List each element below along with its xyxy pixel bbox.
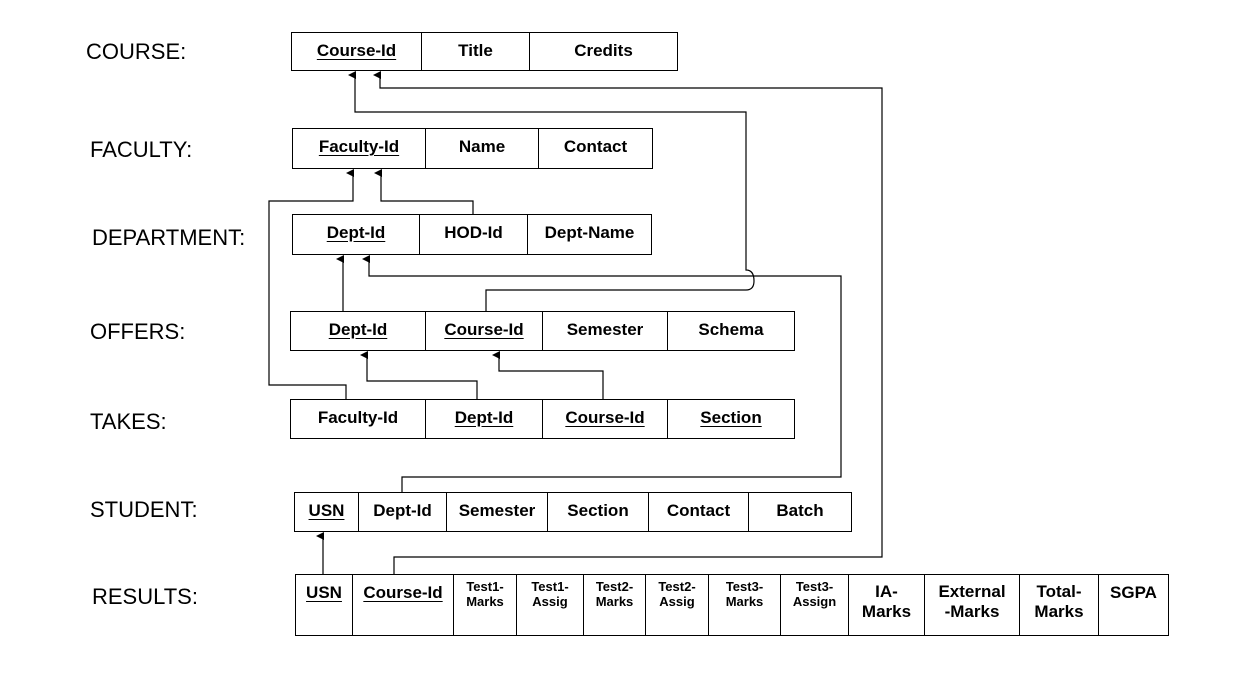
attr-title: Title	[422, 33, 530, 70]
connector-results-course-to-course	[373, 71, 883, 574]
attr-credits: Credits	[574, 41, 633, 60]
attr-total-marks: Total- Marks	[1020, 575, 1099, 635]
table-course: Course-Id Title Credits	[291, 32, 678, 71]
attr-course-id: Course-Id	[292, 33, 422, 70]
connector-department-hod-to-faculty	[374, 169, 474, 214]
label-takes: TAKES:	[90, 409, 167, 434]
attr-dept-id: Dept-Id	[359, 493, 447, 531]
attr-hod-id: HOD-Id	[420, 215, 528, 254]
attr-course-id: Course-Id	[426, 312, 543, 350]
label-offers: OFFERS:	[90, 319, 186, 344]
attr-ia-marks: IA- Marks	[849, 575, 925, 635]
label-course: COURSE:	[86, 39, 187, 64]
attr-test3-marks: Test3- Marks	[709, 575, 781, 635]
attr-sgpa: SGPA	[1110, 583, 1157, 602]
table-faculty: Faculty-Id Name Contact	[292, 128, 653, 169]
attr-test2-assig: Test2- Assig	[646, 575, 709, 635]
attr-schema: Schema	[698, 320, 764, 339]
attr-section: Section	[700, 408, 762, 427]
connector-student-dept-to-department	[362, 255, 842, 492]
label-student: STUDENT:	[90, 497, 198, 522]
attr-usn: USN	[295, 493, 359, 531]
attr-usn: USN	[296, 575, 353, 635]
attr-external-marks: External -Marks	[925, 575, 1020, 635]
table-results: USN Course-Id Test1- Marks Test1- Assig …	[295, 574, 1169, 636]
attr-section: Section	[548, 493, 649, 531]
table-takes: Faculty-Id Dept-Id Course-Id Section	[290, 399, 795, 439]
attr-dept-id: Dept-Id	[291, 312, 426, 350]
connector-offers-course-to-course	[348, 71, 755, 311]
attr-test1-assig: Test1- Assig	[517, 575, 584, 635]
table-offers: Dept-Id Course-Id Semester Schema	[290, 311, 795, 351]
connector-takes-course-to-offers	[492, 351, 604, 399]
attr-course-id: Course-Id	[353, 575, 454, 635]
attr-contact: Contact	[649, 493, 749, 531]
attr-faculty-id: Faculty-Id	[293, 129, 426, 168]
connector-takes-dept-to-offers	[360, 351, 478, 399]
attr-semester: Semester	[447, 493, 548, 531]
attr-semester: Semester	[543, 312, 668, 350]
table-department: Dept-Id HOD-Id Dept-Name	[292, 214, 652, 255]
attr-name: Name	[426, 129, 539, 168]
connector-takes-faculty-to-faculty	[268, 169, 354, 399]
attr-dept-id: Dept-Id	[293, 215, 420, 254]
attr-faculty-id: Faculty-Id	[291, 400, 426, 438]
label-department: DEPARTMENT:	[92, 225, 246, 250]
attr-contact: Contact	[563, 137, 628, 156]
attr-course-id: Course-Id	[543, 400, 668, 438]
attr-batch: Batch	[776, 501, 824, 520]
attr-test2-marks: Test2- Marks	[584, 575, 646, 635]
attr-test3-assign: Test3- Assign	[781, 575, 849, 635]
attr-dept-name: Dept-Name	[544, 223, 635, 242]
attr-test1-marks: Test1- Marks	[454, 575, 517, 635]
label-results: RESULTS:	[92, 584, 198, 609]
attr-dept-id: Dept-Id	[426, 400, 543, 438]
label-faculty: FACULTY:	[90, 137, 193, 162]
table-student: USN Dept-Id Semester Section Contact Bat…	[294, 492, 852, 532]
